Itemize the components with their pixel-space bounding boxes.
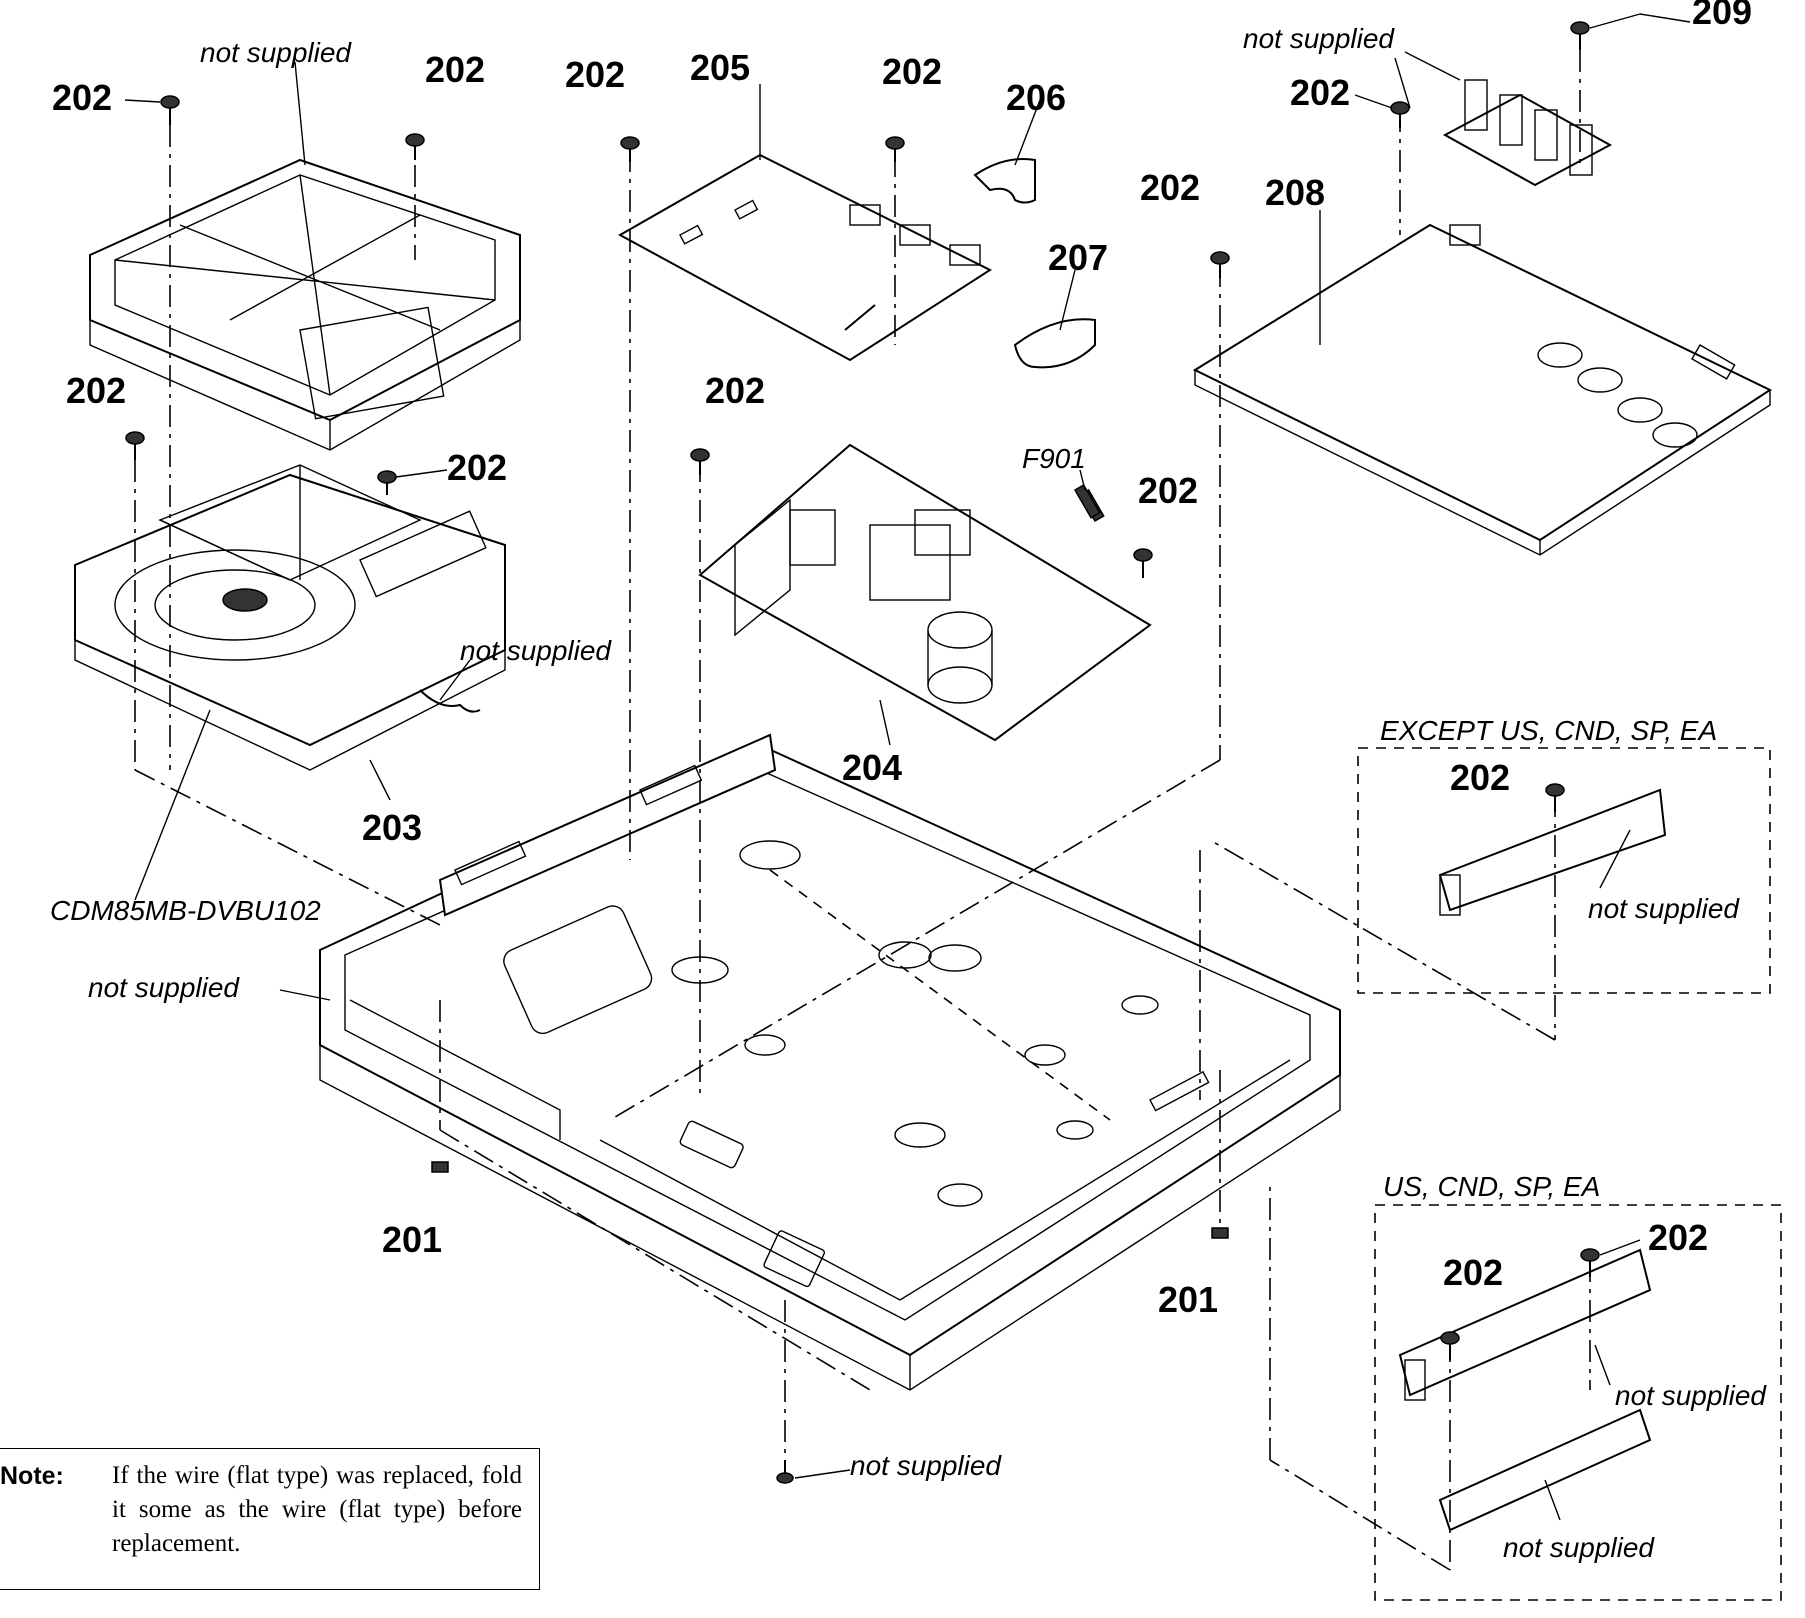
callout-203: 203	[362, 807, 422, 848]
screw-icon	[1133, 548, 1153, 578]
board-205	[617, 153, 993, 362]
leader-lines	[124, 13, 1691, 1521]
callout-205: 205	[690, 47, 750, 88]
callout-201: 201	[1158, 1279, 1218, 1320]
callout-202: 202	[447, 447, 507, 488]
screw-icon	[1570, 21, 1590, 50]
screw-icon	[1440, 1331, 1460, 1360]
screw-icon	[1210, 251, 1230, 278]
screw-icon	[1545, 783, 1565, 812]
inset-us	[1374, 1204, 1782, 1601]
callout-202: 202	[882, 51, 942, 92]
callout-202: 202	[66, 370, 126, 411]
inset-title-us: US, CND, SP, EA	[1383, 1171, 1600, 1202]
screw-icon	[690, 448, 710, 475]
not-supplied-label: not supplied	[88, 972, 240, 1003]
mechanism-label: CDM85MB-DVBU102	[50, 895, 321, 926]
screw-icon	[377, 470, 397, 495]
connector-209	[1442, 79, 1613, 187]
callout-201: 201	[382, 1219, 442, 1260]
inset-title-except: EXCEPT US, CND, SP, EA	[1380, 715, 1717, 746]
callout-207: 207	[1048, 237, 1108, 278]
screws	[125, 21, 1600, 1484]
callout-202: 202	[1138, 470, 1198, 511]
callout-206: 206	[1006, 77, 1066, 118]
callout-202: 202	[1140, 167, 1200, 208]
not-supplied-label: not supplied	[1243, 23, 1395, 54]
screw-icon	[1580, 1248, 1600, 1277]
callout-204: 204	[842, 747, 902, 788]
note-box: Note: If the wire (flat type) was replac…	[0, 1448, 540, 1590]
callout-f901: F901	[1022, 443, 1086, 474]
screw-icon	[885, 136, 905, 162]
callout-202: 202	[1443, 1252, 1503, 1293]
note-text: If the wire (flat type) was replaced, fo…	[112, 1462, 522, 1557]
callout-208: 208	[1265, 172, 1325, 213]
callout-209: 209	[1692, 0, 1752, 32]
callout-202: 202	[565, 54, 625, 95]
screw-icon	[620, 136, 640, 162]
callout-numbers: 202 202 202 202 202 202 202 202 202 202 …	[52, 0, 1752, 1320]
screw-icon	[125, 431, 145, 460]
not-supplied-label: not supplied	[1503, 1532, 1655, 1563]
callout-202: 202	[1290, 72, 1350, 113]
foot-icon	[1211, 1227, 1229, 1239]
mechanism-cover	[89, 158, 521, 451]
callout-202: 202	[1450, 757, 1510, 798]
flat-wire-206	[973, 158, 1036, 204]
chassis	[319, 733, 1341, 1391]
assembly-lines	[134, 50, 1591, 1571]
not-supplied-label: not supplied	[200, 37, 352, 68]
part-labels: not supplied not supplied not supplied n…	[50, 23, 1767, 1563]
callout-202: 202	[1648, 1217, 1708, 1258]
not-supplied-label: not supplied	[460, 635, 612, 666]
flat-wire-207	[1013, 318, 1096, 369]
foot-icon	[431, 1161, 449, 1173]
not-supplied-label: not supplied	[1588, 893, 1740, 924]
note-heading: Note:	[0, 1462, 64, 1490]
callout-202: 202	[705, 370, 765, 411]
cd-mechanism	[74, 464, 506, 771]
callout-202: 202	[425, 49, 485, 90]
callout-202: 202	[52, 77, 112, 118]
screw-icon	[405, 133, 425, 160]
not-supplied-label: not supplied	[850, 1450, 1002, 1481]
screw-icon	[160, 95, 180, 125]
not-supplied-label: not supplied	[1615, 1380, 1767, 1411]
screw-icon	[1390, 101, 1410, 128]
inset-except-us	[1357, 747, 1771, 994]
board-208	[1192, 223, 1773, 556]
fuse-icon	[1073, 483, 1101, 519]
screw-icon	[776, 1460, 794, 1484]
